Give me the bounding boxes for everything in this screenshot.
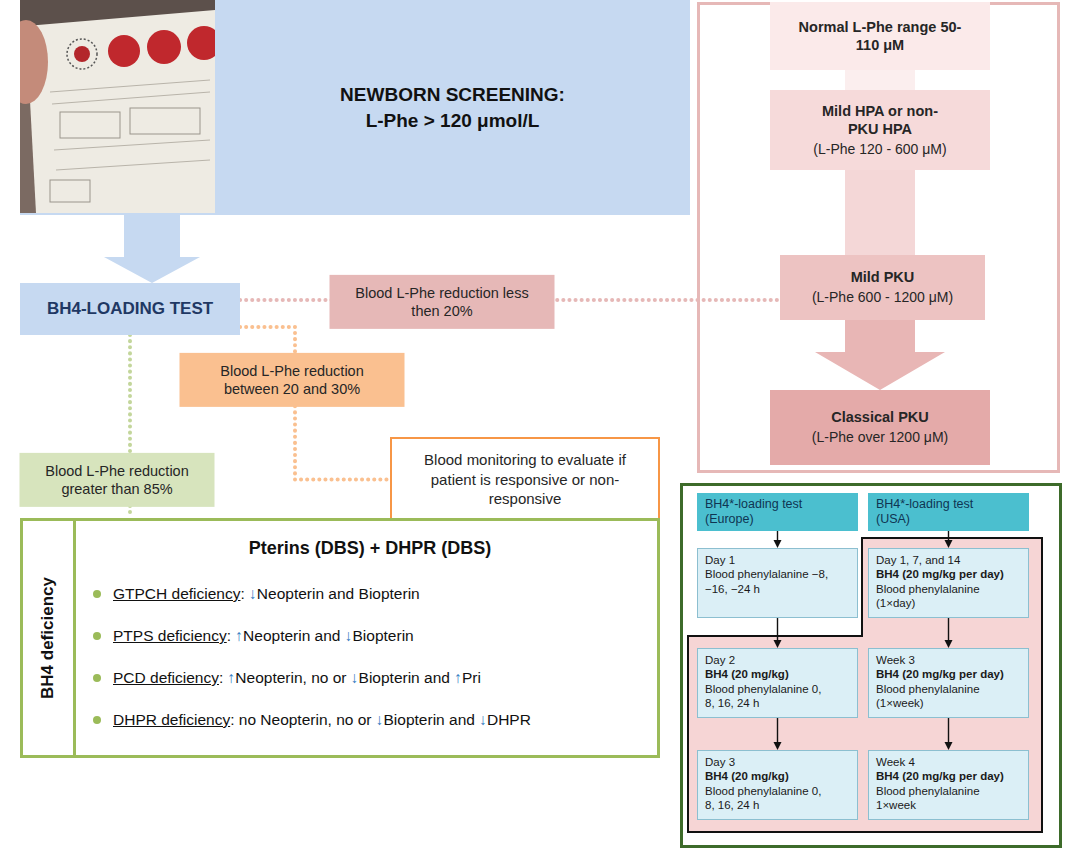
block-arrow <box>845 70 915 90</box>
node-text: Mild HPA or non-PKU HPA <box>810 102 950 138</box>
node-text: BH4*-loading test (Europe) <box>705 497 830 527</box>
blood-spot-card-photo <box>20 0 215 213</box>
node-text: BH4 (20 mg/kg per day) <box>876 567 1004 581</box>
test-box: BH4-LOADING TEST <box>20 283 240 335</box>
arrow-head <box>945 640 953 648</box>
protocol-step: Week 3BH4 (20 mg/kg per day)Blood phenyl… <box>868 648 1029 718</box>
protocol-header: BH4*-loading test (USA) <box>868 493 1029 531</box>
node-text: Pterins (DBS) + DHPR (DBS) <box>103 537 637 559</box>
edge-label: Blood L-Phe reduction less then 20% <box>330 275 555 329</box>
range-box: Mild HPA or non-PKU HPA (L-Phe 120 - 600 … <box>770 90 990 170</box>
node-text: Blood phenylalanine (1×day) <box>876 582 1001 611</box>
node-text: (L-Phe 600 - 1200 μM) <box>812 289 953 307</box>
node-text: Blood phenylalanine −8, −16, −24 h <box>705 567 830 596</box>
flow-arrow <box>774 618 782 648</box>
block-arrow <box>104 215 200 283</box>
range-box: Classical PKU (L-Phe over 1200 μM) <box>770 390 990 465</box>
arrow-head <box>774 540 782 548</box>
node-text: PTPS deficiency: ↑Neopterin and ↓Biopter… <box>113 625 637 647</box>
protocol-step: Day 3BH4 (20 mg/kg)Blood phenylalanine 0… <box>697 750 858 820</box>
screening-box: NEWBORN SCREENING:L-Phe > 120 μmol/L <box>20 0 690 215</box>
arrow-line <box>777 618 778 641</box>
underlined-term: PCD deficiency <box>113 669 219 686</box>
flow-arrow <box>945 531 953 548</box>
flow-arrow <box>945 618 953 648</box>
arrow-line <box>948 718 949 743</box>
arrow-head <box>945 540 953 548</box>
trend-arrow: ↓ <box>345 627 353 644</box>
trend-arrow: ↓ <box>249 585 257 602</box>
arrow-head <box>774 742 782 750</box>
node-text: Day 2 <box>705 653 735 667</box>
edge-label: Blood L-Phe reduction greater than 85% <box>20 453 215 507</box>
trend-arrow: ↑ <box>454 669 462 686</box>
node-text: Mild PKU <box>851 268 915 286</box>
protocol-step: Day 1Blood phenylalanine −8, −16, −24 h <box>697 548 858 618</box>
node-text: Classical PKU <box>831 408 929 426</box>
arrow-head <box>945 742 953 750</box>
trend-arrow: ↓ <box>376 711 384 728</box>
range-box: Normal L-Phe range 50-110 μM <box>770 2 990 70</box>
protocol-step: Week 4BH4 (20 mg/kg per day)Blood phenyl… <box>868 750 1029 820</box>
node-text: BH4 (20 mg/kg per day) <box>876 769 1004 783</box>
protocol-step: Day 2BH4 (20 mg/kg)Blood phenylalanine 0… <box>697 648 858 718</box>
node-text: Blood phenylalanine 1×week <box>876 784 1001 813</box>
edge-label: Blood L-Phe reduction between 20 and 30% <box>180 353 405 407</box>
flow-arrow <box>945 718 953 750</box>
flow-arrow <box>774 531 782 548</box>
monitoring-box: Blood monitoring to evaluate if patient … <box>390 437 660 522</box>
protocol-step: Day 1, 7, and 14BH4 (20 mg/kg per day)Bl… <box>868 548 1029 618</box>
node-text: BH4 (20 mg/kg per day) <box>876 667 1004 681</box>
node-text: Day 1, 7, and 14 <box>876 553 960 567</box>
range-box: Mild PKU (L-Phe 600 - 1200 μM) <box>780 255 985 320</box>
node-text: Blood phenylalanine 0, 8, 16, 24 h <box>705 682 830 711</box>
arrow-line <box>948 618 949 641</box>
node-text: Blood phenylalanine 0, 8, 16, 24 h <box>705 784 830 813</box>
node-text: BH4 (20 mg/kg) <box>705 769 789 783</box>
arrow-line <box>777 718 778 743</box>
node-text: Blood phenylalanine (1×week) <box>876 682 1001 711</box>
node-text: PCD deficiency: ↑Neopterin, no or ↓Biopt… <box>113 667 637 689</box>
trend-arrow: ↓ <box>351 669 359 686</box>
deficiency-box: BH4 deficiency Pterins (DBS) + DHPR (DBS)… <box>20 518 660 758</box>
arrow-line <box>948 531 949 541</box>
node-text: (L-Phe over 1200 μM) <box>812 429 948 447</box>
block-arrow <box>845 170 915 255</box>
node-text: Week 4 <box>876 755 915 769</box>
trend-arrow: ↑ <box>235 627 243 644</box>
node-text: Day 1 <box>705 553 735 567</box>
node-text: (L-Phe 120 - 600 μM) <box>813 141 946 159</box>
node-text: BH4*-loading test (USA) <box>876 497 1001 527</box>
block-arrow <box>815 320 945 390</box>
node-text: BH4 deficiency <box>38 577 58 699</box>
node-text: Day 3 <box>705 755 735 769</box>
node-text: BH4 (20 mg/kg) <box>705 667 789 681</box>
underlined-term: GTPCH deficiency <box>113 585 240 602</box>
underlined-term: DHPR deficiency <box>113 711 230 728</box>
protocol-header: BH4*-loading test (Europe) <box>697 493 858 531</box>
arrow-line <box>777 531 778 541</box>
trend-arrow: ↑ <box>228 669 236 686</box>
node-text: Week 3 <box>876 653 915 667</box>
underlined-term: PTPS deficiency <box>113 627 227 644</box>
block-arrow-shape <box>815 320 945 390</box>
node-text: Blood monitoring to evaluate if patient … <box>405 450 645 509</box>
flow-arrow <box>774 718 782 750</box>
block-arrow-shape <box>845 170 915 255</box>
block-arrow-shape <box>845 70 915 90</box>
arrow-head <box>774 640 782 648</box>
node-text: L-Phe > 120 μmol/L <box>366 108 540 134</box>
node-text: BH4-LOADING TEST <box>47 299 213 319</box>
node-text: GTPCH deficiency: ↓Neopterin and Biopter… <box>113 583 637 605</box>
block-arrow-shape <box>104 215 200 283</box>
trend-arrow: ↓ <box>479 711 487 728</box>
node-text: Normal L-Phe range 50-110 μM <box>798 18 963 54</box>
node-text: NEWBORN SCREENING: <box>340 82 565 108</box>
node-text: DHPR deficiency: no Neopterin, no or ↓Bi… <box>113 709 637 731</box>
